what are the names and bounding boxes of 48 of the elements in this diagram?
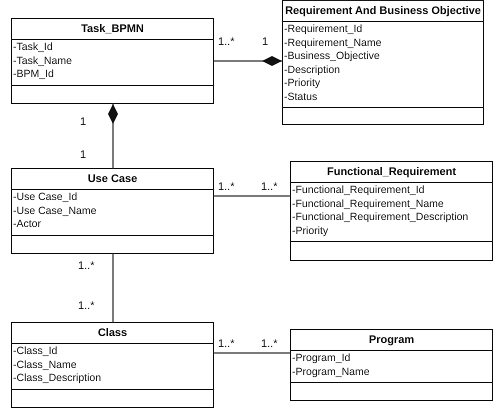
attribute: -Functional_Requirement_Id [292, 184, 426, 198]
attribute: -Class_Name [13, 358, 78, 372]
attribute: -Task_Id [13, 41, 54, 54]
association-line [112, 254, 114, 322]
attribute: -Business_Objective [284, 50, 381, 64]
class-box [11, 18, 214, 104]
attribute: -Priority [284, 77, 322, 90]
association-line [214, 352, 290, 354]
attribute: -Class_Id [13, 345, 58, 358]
multiplicity-label: 1..* [218, 338, 235, 350]
class-name: Use Case [12, 169, 213, 190]
class-box [290, 329, 493, 401]
attribute: -Use Case_Id [13, 191, 78, 204]
class-box [290, 161, 493, 261]
class-name: Requirement And Business Objective [283, 1, 483, 22]
attribute: -Actor [13, 218, 42, 232]
attribute: -BPM_Id [13, 68, 55, 82]
multiplicity-label: 1..* [78, 300, 95, 312]
attribute: -Program_Name [292, 366, 371, 379]
attribute: -Functional_Requirement_Name [292, 198, 445, 211]
association-line [214, 195, 290, 197]
attribute: -Class_Description [13, 372, 102, 386]
class-name: Functional_Requirement [291, 162, 492, 183]
attribute: -Use Case_Name [13, 204, 98, 218]
multiplicity-label: 1..* [261, 338, 278, 350]
class-name: Class [12, 323, 213, 344]
association-line [214, 56, 282, 66]
multiplicity-label: 1..* [218, 36, 235, 48]
association-line [108, 104, 118, 168]
multiplicity-label: 1 [80, 149, 86, 161]
attribute: -Task_Name [13, 54, 73, 68]
class-box [11, 168, 214, 254]
attribute: -Priority [292, 224, 330, 238]
multiplicity-label: 1 [262, 36, 268, 48]
multiplicity-label: 1 [80, 116, 86, 128]
class-box [282, 0, 484, 125]
attribute: -Program_Id [292, 352, 352, 366]
attribute: -Description [284, 64, 342, 77]
class-box [11, 322, 214, 408]
class-name: Task_BPMN [12, 19, 213, 40]
class-name: Program [291, 330, 492, 351]
multiplicity-label: 1..* [218, 181, 235, 193]
attribute: -Requirement_Name [284, 36, 382, 50]
attribute: -Requirement_Id [284, 23, 364, 36]
multiplicity-label: 1..* [261, 181, 278, 193]
attribute: -Functional_Requirement_Description [292, 211, 470, 224]
attribute: -Status [284, 90, 318, 104]
multiplicity-label: 1..* [78, 260, 95, 272]
